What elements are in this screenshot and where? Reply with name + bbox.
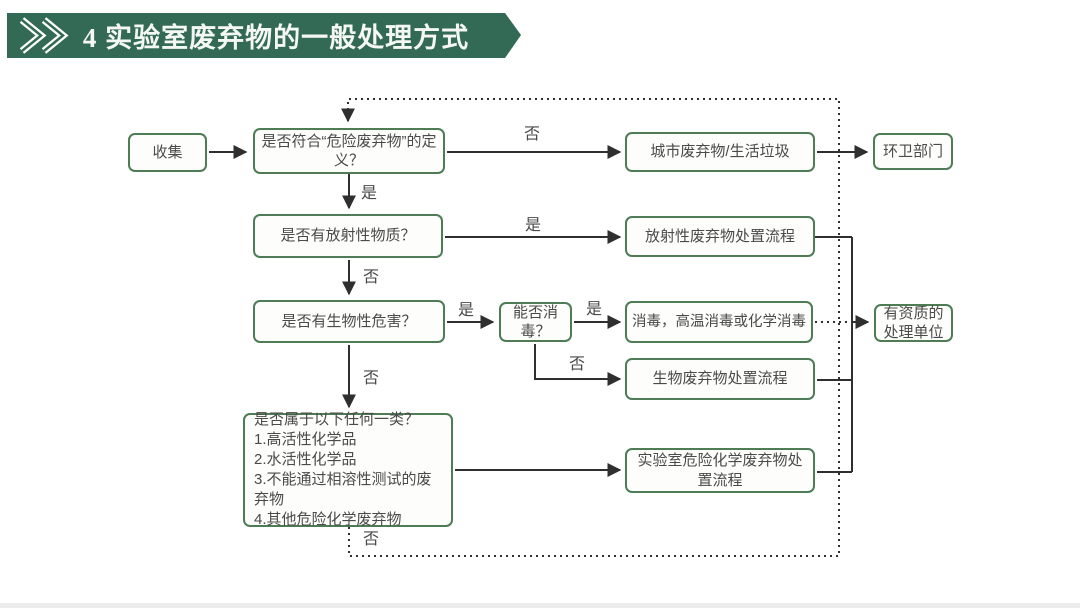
node-sanitation-dept: 环卫部门	[873, 133, 953, 170]
edge-label-disinfect-yes: 是	[586, 301, 603, 318]
category-check-question: 是否属于以下任何一类？	[254, 411, 420, 428]
edge-label-radio-yes: 是	[525, 217, 542, 234]
node-qualified-unit: 有资质的处理单位	[874, 304, 953, 342]
node-biohazard-check: 是否有生物性危害？	[253, 300, 445, 343]
node-radioactive-process: 放射性废弃物处置流程	[625, 216, 815, 257]
edge-label-hazard-no: 否	[524, 126, 541, 143]
edge-label-hazard-yes: 是	[361, 185, 378, 202]
category-check-item-1: 1.高活性化学品	[254, 431, 357, 448]
node-disinfect-methods: 消毒，高温消毒或化学消毒	[625, 301, 813, 343]
category-check-item-3: 3.不能通过相溶性测试的废弃物	[254, 471, 432, 508]
edge-label-radio-no: 否	[363, 269, 380, 286]
node-collect: 收集	[128, 133, 207, 172]
edge-label-category-no: 否	[363, 531, 380, 548]
node-lab-chem-process: 实验室危险化学废弃物处置流程	[625, 448, 815, 493]
category-check-item-4: 4.其他危险化学废弃物	[254, 511, 402, 528]
double-chevron-icon	[19, 17, 69, 54]
slide-bottom-edge	[0, 603, 1080, 608]
node-radioactive-check: 是否有放射性物质？	[253, 214, 443, 258]
title-banner: 4 实验室废弃物的一般处理方式	[7, 13, 521, 58]
node-municipal-waste: 城市废弃物/生活垃圾	[625, 132, 815, 172]
category-check-item-2: 2.水活性化学品	[254, 451, 357, 468]
edge-label-bio-no: 否	[363, 370, 380, 387]
node-category-check: 是否属于以下任何一类？ 1.高活性化学品 2.水活性化学品 3.不能通过相溶性测…	[243, 411, 453, 528]
node-hazard-check: 是否符合“危险废弃物”的定义？	[253, 128, 445, 174]
edge-label-disinfect-no: 否	[569, 356, 586, 373]
node-bio-process: 生物废弃物处置流程	[625, 358, 815, 400]
page-title: 4 实验室废弃物的一般处理方式	[82, 23, 470, 53]
edge-label-bio-yes: 是	[458, 302, 475, 319]
node-disinfect-check: 能否消毒？	[499, 302, 572, 342]
